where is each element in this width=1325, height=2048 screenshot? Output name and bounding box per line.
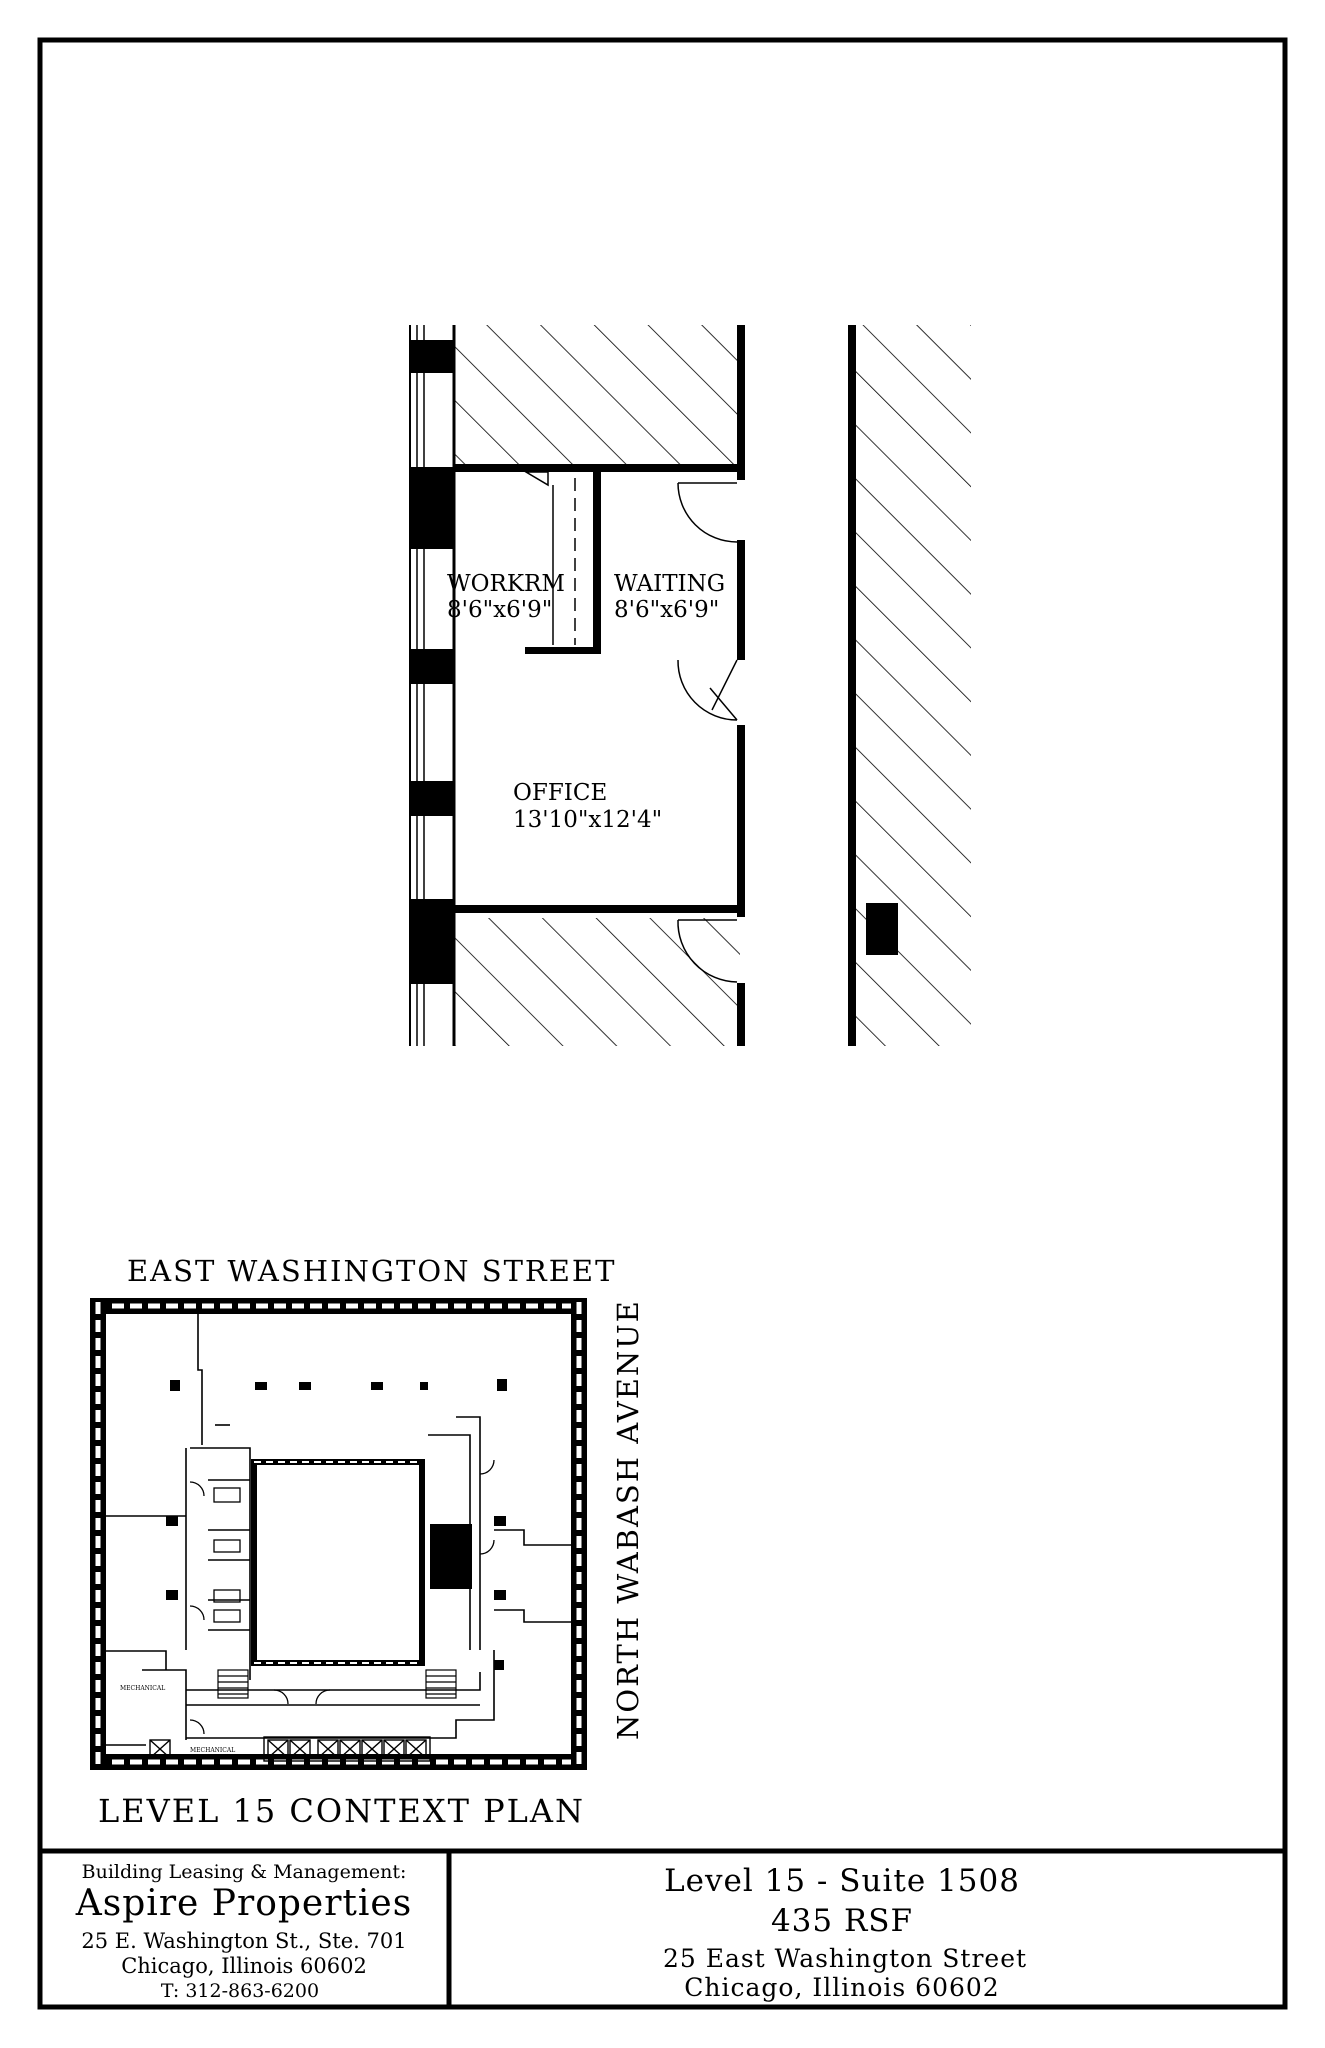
building-city: Chicago, Illinois 60602 xyxy=(684,1973,999,2002)
context-plan: EAST WASHINGTON STREET NORTH WABASH AVEN… xyxy=(90,1254,645,1830)
room-size-waiting: 8'6"x6'9" xyxy=(614,597,719,623)
suite-walls xyxy=(455,325,856,1046)
company-address-line2: Chicago, Illinois 60602 xyxy=(121,1954,367,1978)
mechanical-label-west: MECHANICAL xyxy=(120,1685,165,1692)
company-name: Aspire Properties xyxy=(75,1883,412,1924)
street-label-north-wabash: NORTH WABASH AVENUE xyxy=(611,1299,645,1740)
suite-title: Level 15 - Suite 1508 xyxy=(664,1863,1020,1899)
company-phone: T: 312-863-6200 xyxy=(161,1980,319,2002)
context-plan-caption: LEVEL 15 CONTEXT PLAN xyxy=(98,1792,585,1830)
suite-floor-plan: WORKRM 8'6"x6'9" WAITING 8'6"x6'9" OFFIC… xyxy=(409,325,971,1046)
leasing-heading: Building Leasing & Management: xyxy=(82,1861,407,1883)
building-street: 25 East Washington Street xyxy=(663,1944,1027,1973)
room-label-waiting: WAITING xyxy=(614,571,725,597)
room-label-workrm: WORKRM xyxy=(447,571,565,597)
suite-area: 435 RSF xyxy=(771,1903,913,1939)
hatch-bottom xyxy=(455,918,740,1046)
room-label-office: OFFICE xyxy=(513,780,607,806)
company-address-line1: 25 E. Washington St., Ste. 701 xyxy=(81,1929,406,1953)
room-size-workrm: 8'6"x6'9" xyxy=(447,597,552,623)
door-swings xyxy=(677,482,738,983)
room-size-office: 13'10"x12'4" xyxy=(513,807,662,833)
columns xyxy=(410,340,898,984)
street-label-east-washington: EAST WASHINGTON STREET xyxy=(127,1254,616,1288)
mechanical-label-south: MECHANICAL xyxy=(190,1747,235,1754)
hatch-top xyxy=(455,325,740,468)
title-block: Building Leasing & Management: Aspire Pr… xyxy=(37,1848,1288,2010)
